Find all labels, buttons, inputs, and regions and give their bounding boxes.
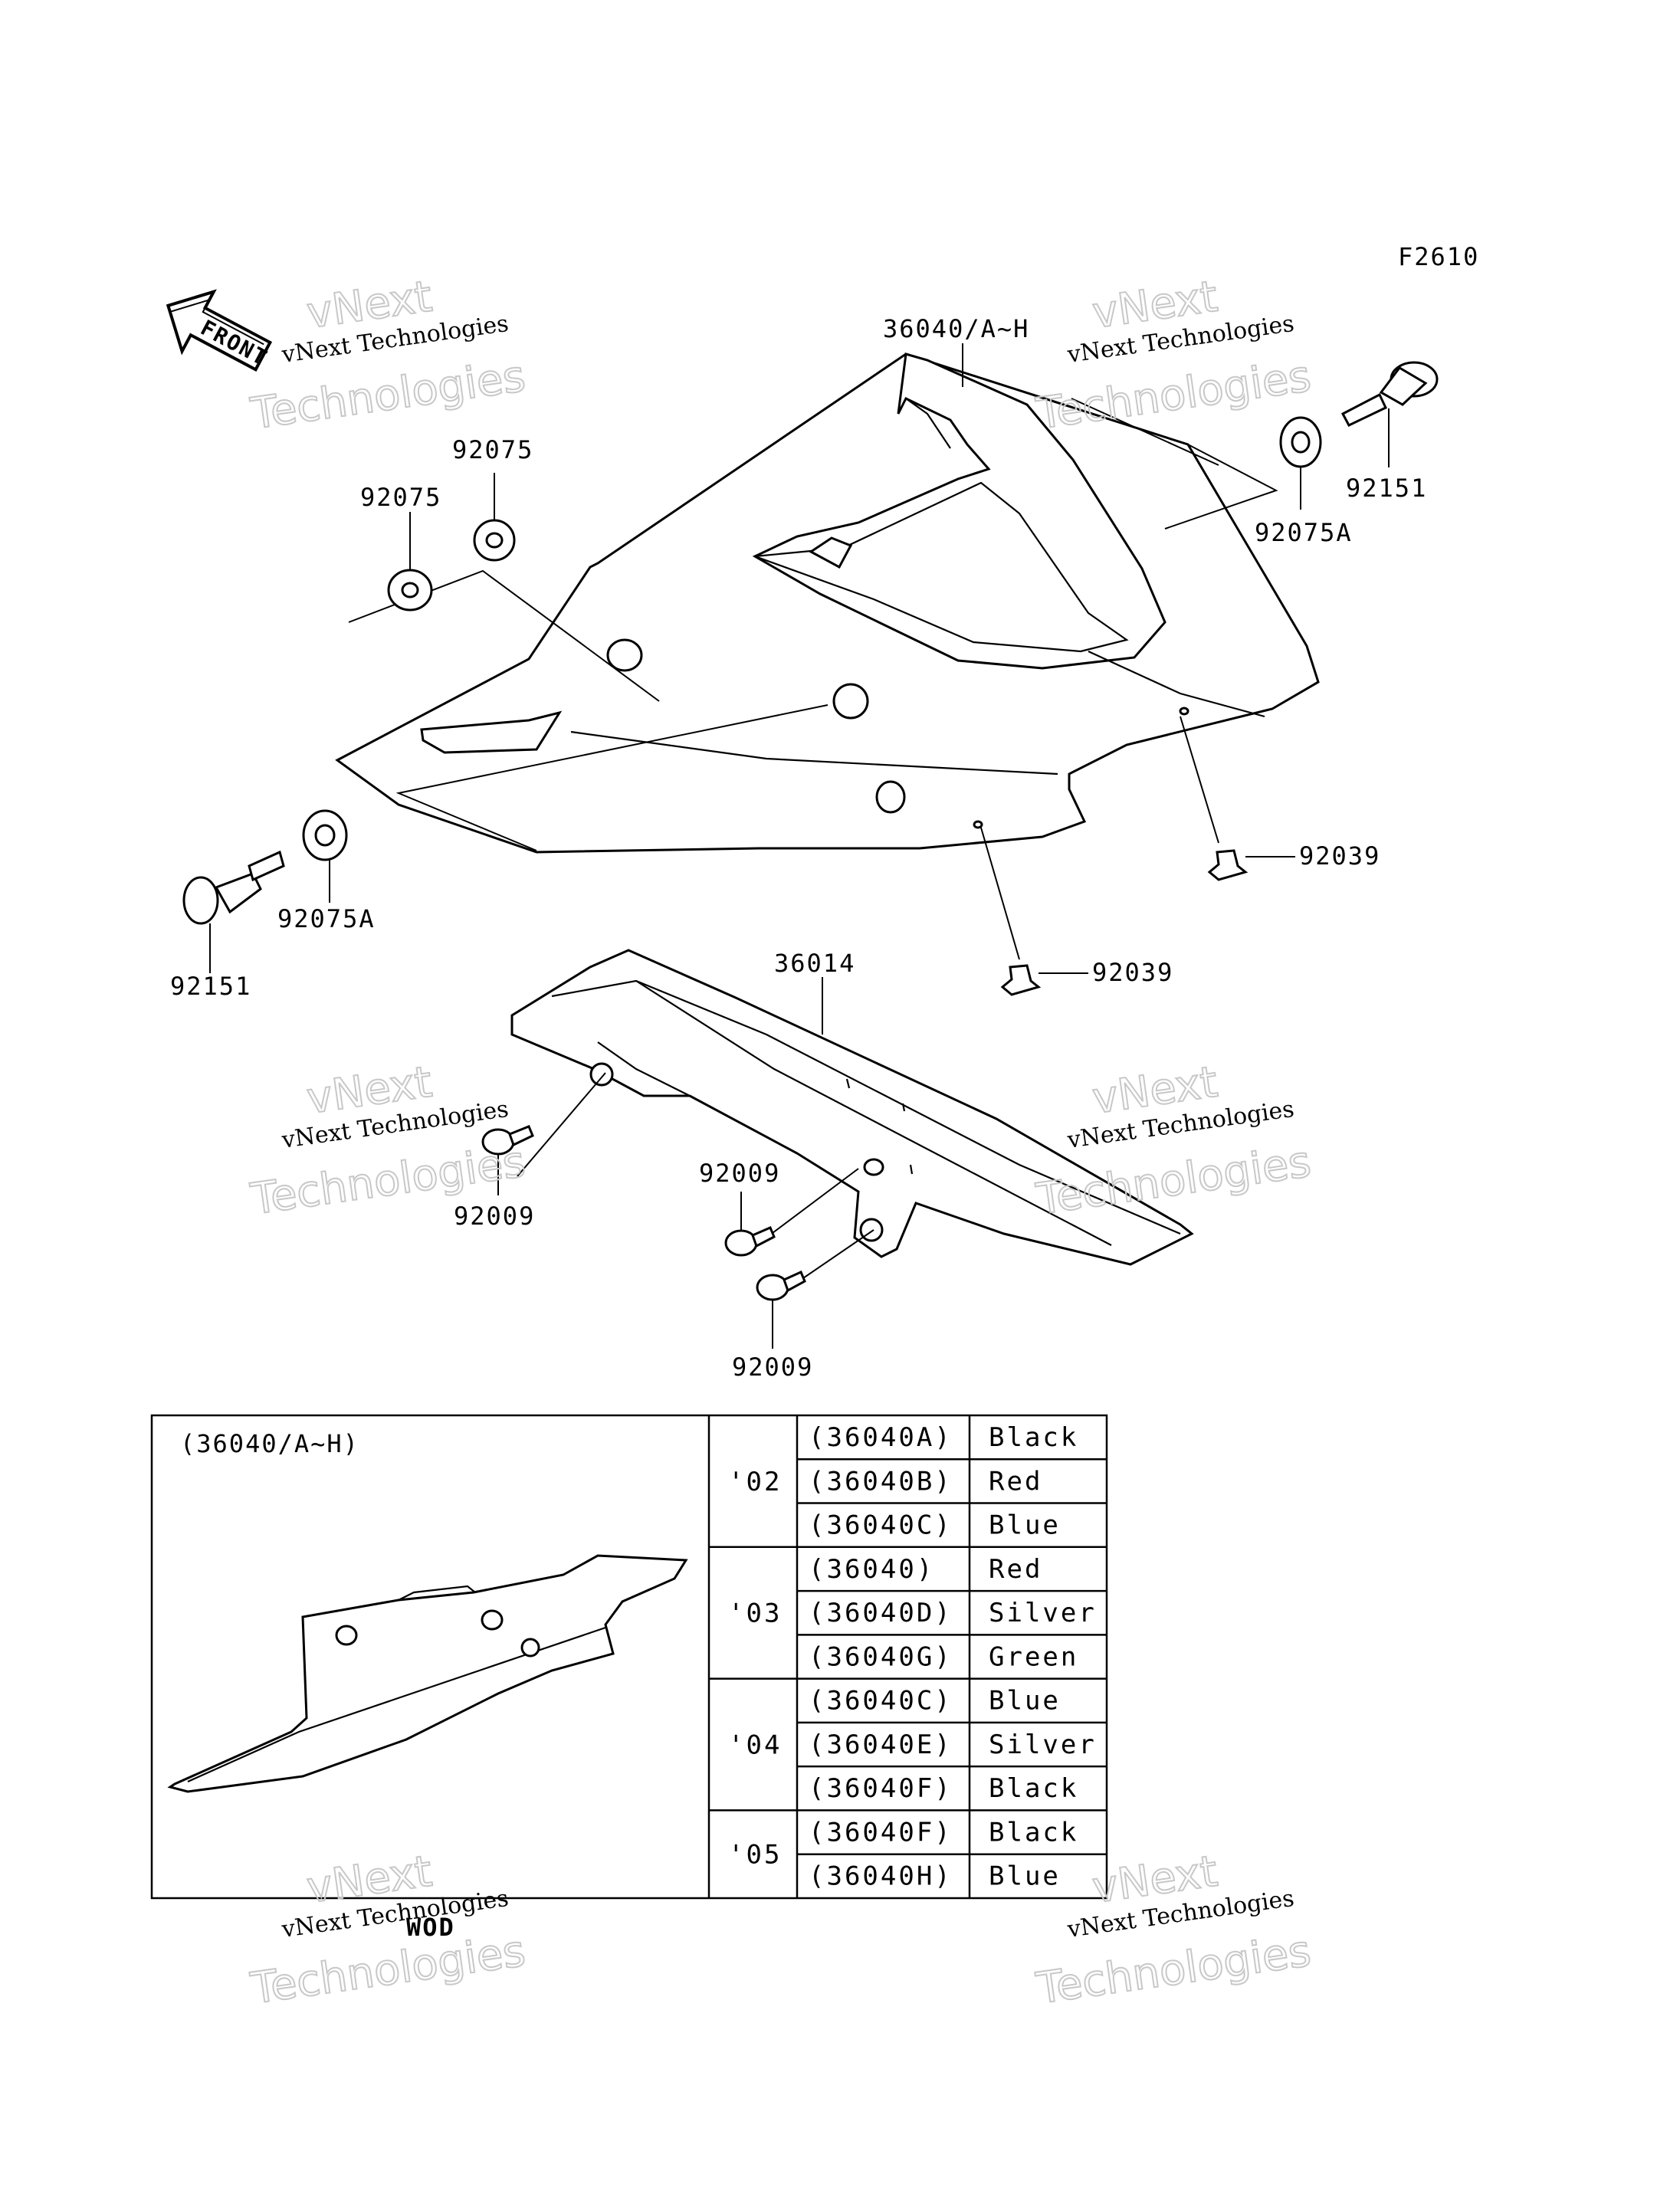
part-code-cell: (36040A): [809, 1422, 953, 1453]
inset-title: (36040/A~H): [180, 1429, 359, 1458]
variant-table: (36040A) Black (36040B) Red (36040C) Blue '02 (…: [150, 1414, 1108, 1900]
callout-92075-left: 92075: [360, 483, 441, 512]
grommet-part: [302, 416, 1322, 861]
bolt-part: [182, 361, 1439, 925]
part-code-cell: (36040C): [809, 1510, 953, 1541]
inset-seat-cover-view: (36040/A~H) WOD: [167, 1429, 688, 1942]
color-cell: Blue: [989, 1510, 1061, 1541]
callout-92151-left: 92151: [170, 972, 251, 1001]
model-year-cell: '04: [728, 1730, 782, 1761]
model-year-cell: '05: [728, 1840, 782, 1871]
callout-92009-mid: 92009: [699, 1159, 780, 1188]
color-cell: Black: [989, 1817, 1078, 1848]
color-cell: Silver: [989, 1730, 1097, 1760]
model-year-cell: '02: [728, 1467, 782, 1497]
clip-part: [1000, 849, 1249, 996]
color-cell: Black: [989, 1773, 1078, 1804]
screw-part: [481, 1125, 806, 1301]
part-code-cell: (36040): [809, 1554, 934, 1585]
callout-92009-left: 92009: [454, 1202, 535, 1231]
model-year-cell: '03: [728, 1599, 782, 1629]
callout-92009-bottom: 92009: [732, 1353, 813, 1382]
part-code-cell: (36040H): [809, 1861, 953, 1892]
leader-lines: [209, 343, 1390, 1349]
inset-footer: WOD: [406, 1913, 455, 1942]
color-cell: Black: [989, 1422, 1078, 1453]
callout-92039-left: 92039: [1092, 958, 1173, 987]
callout-36040: 36040/A~H: [883, 314, 1029, 343]
part-code-cell: (36040C): [809, 1686, 953, 1717]
part-code-cell: (36040G): [809, 1641, 953, 1672]
color-cell: Blue: [989, 1861, 1061, 1892]
chain-case-part: [510, 949, 1194, 1266]
color-cell: Green: [989, 1641, 1078, 1672]
color-cell: Silver: [989, 1598, 1097, 1628]
callout-92039-right: 92039: [1299, 841, 1380, 871]
part-code-cell: (36040F): [809, 1773, 953, 1804]
callout-92075-right: 92075: [452, 435, 533, 464]
callout-36014: 36014: [774, 949, 855, 978]
color-cell: Red: [989, 1554, 1042, 1585]
front-arrow-icon: FRONT: [166, 289, 272, 372]
color-cell: Blue: [989, 1686, 1061, 1717]
callout-92151-right: 92151: [1346, 474, 1427, 503]
part-code-cell: (36040E): [809, 1730, 953, 1760]
callout-92075a-right: 92075A: [1255, 518, 1353, 547]
color-cell: Red: [989, 1466, 1042, 1497]
part-code-cell: (36040B): [809, 1466, 953, 1497]
part-code-cell: (36040D): [809, 1598, 953, 1628]
figure-code: F2610: [1398, 242, 1479, 271]
seat-cover-part: [335, 353, 1320, 854]
part-code-cell: (36040F): [809, 1817, 953, 1848]
callout-92075a-left: 92075A: [277, 904, 376, 933]
